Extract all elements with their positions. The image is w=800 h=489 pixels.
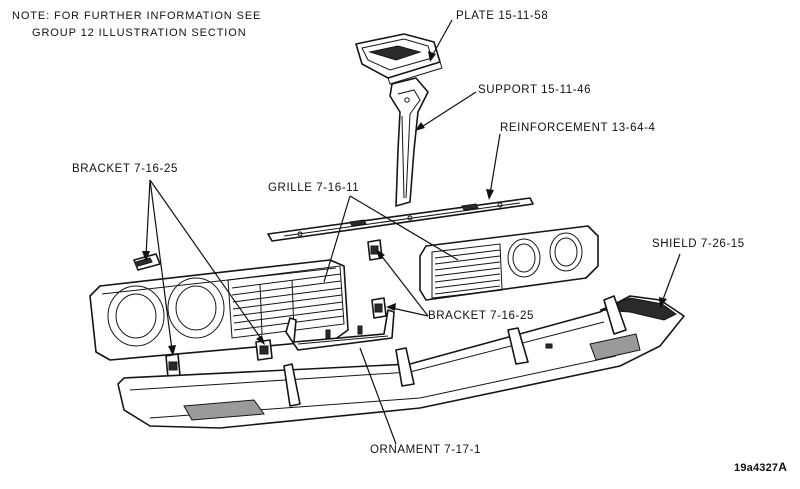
label-ornament: ORNAMENT 7-17-1 — [370, 444, 482, 456]
support-part — [389, 77, 429, 207]
figure-id-number: 19a4327 — [734, 462, 779, 474]
label-bracket-right: BRACKET 7-16-25 — [428, 310, 534, 322]
label-bracket-left: BRACKET 7-16-25 — [72, 163, 178, 175]
shield-part — [117, 295, 685, 429]
label-plate: PLATE 15-11-58 — [456, 10, 549, 22]
label-support: SUPPORT 15-11-46 — [478, 84, 592, 96]
note-line-2: GROUP 12 ILLUSTRATION SECTION — [32, 27, 247, 39]
label-shield: SHIELD 7-26-15 — [652, 238, 745, 250]
bracket-part-lower-left — [165, 353, 181, 379]
label-reinforcement: REINFORCEMENT 13-64-4 — [500, 122, 656, 134]
note-line-1: NOTE: FOR FURTHER INFORMATION SEE — [12, 10, 262, 22]
plate-part — [355, 33, 443, 85]
figure-id-suffix: A — [778, 460, 788, 474]
reinforcement-part — [267, 197, 534, 242]
right-grille-half — [419, 225, 599, 301]
bracket-part-lower-right — [371, 297, 387, 319]
figure-id: 19a4327A — [734, 461, 787, 475]
left-grille-half — [89, 259, 349, 361]
bracket-part-lower-mid — [255, 339, 273, 361]
bracket-part-upper-left — [133, 253, 161, 271]
leader-lines — [142, 19, 681, 445]
ornament-part — [285, 309, 395, 351]
label-grille: GRILLE 7-16-11 — [268, 182, 360, 194]
